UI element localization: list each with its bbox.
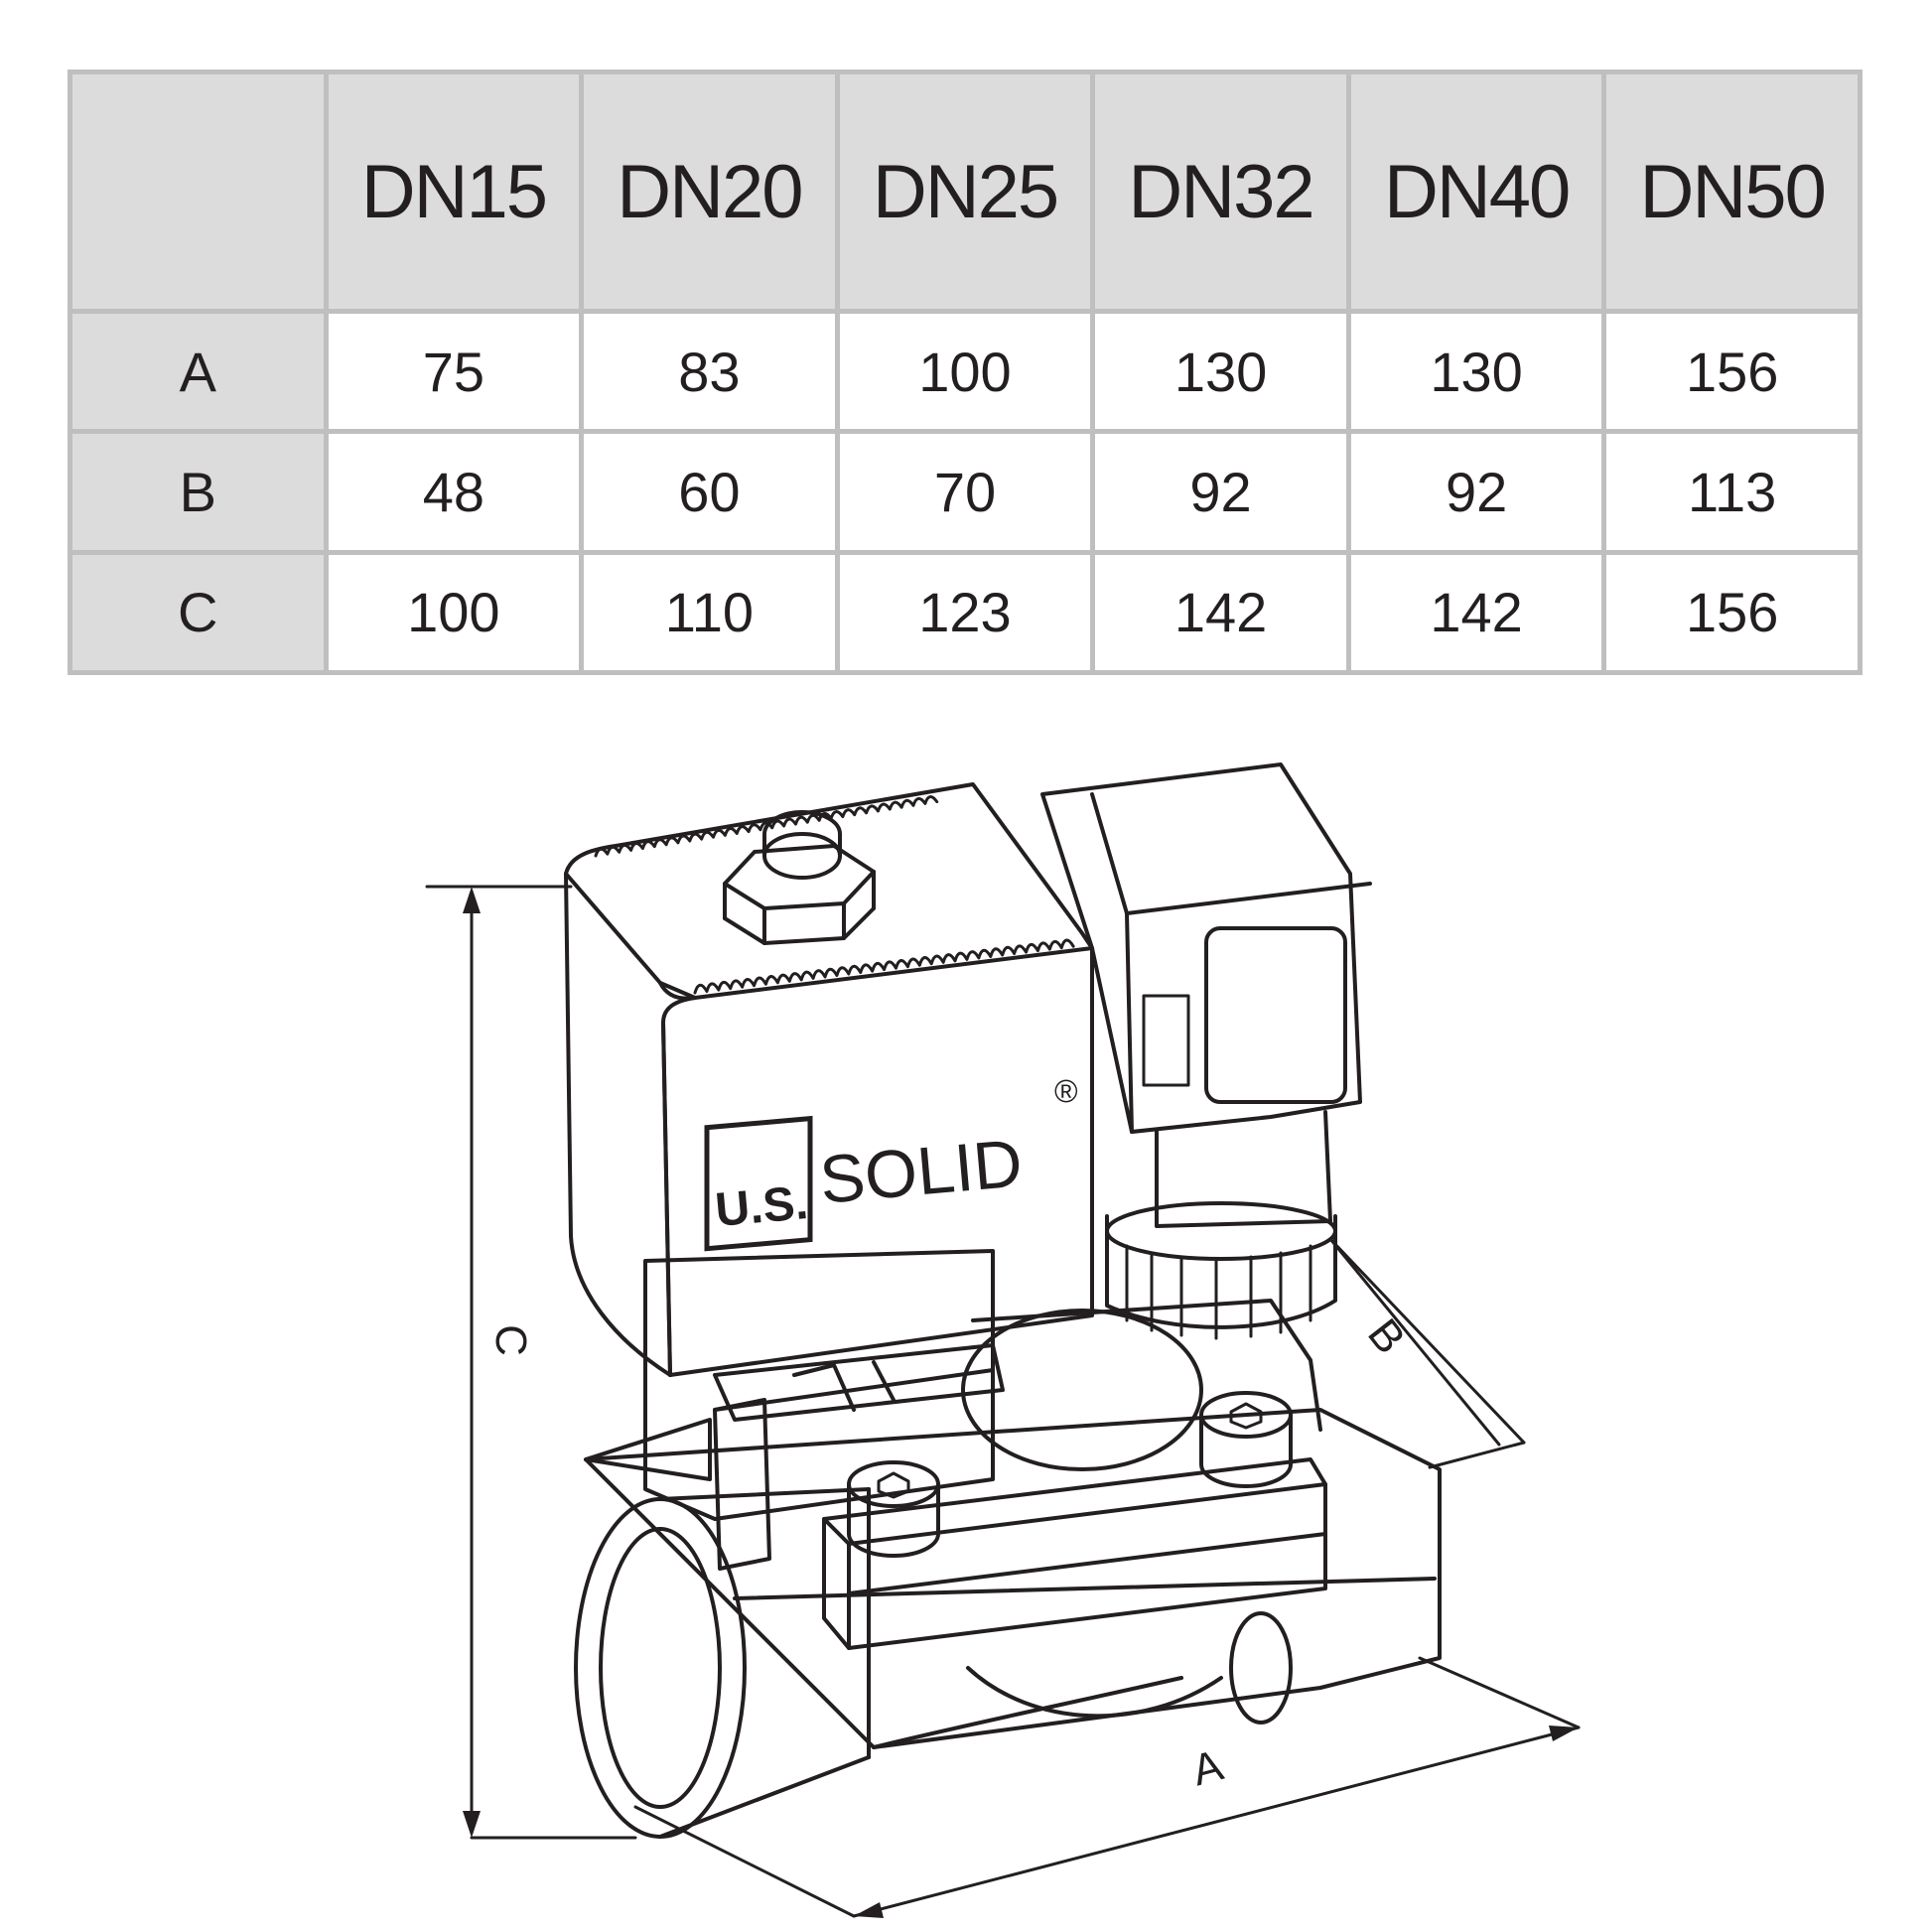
- registered-mark: ®: [1054, 1073, 1078, 1109]
- column-header: DN15: [323, 69, 585, 314]
- table-cell: 130: [1345, 308, 1607, 435]
- row-header: B: [68, 429, 329, 555]
- table-cell: 110: [579, 549, 840, 676]
- table-cell: 83: [579, 308, 840, 435]
- table-cell: 130: [1090, 308, 1351, 435]
- table-row: A 75 83 100 130 130 156: [68, 308, 1863, 435]
- column-header: DN50: [1601, 69, 1863, 314]
- table-cell: 100: [323, 549, 585, 676]
- top-nut: [723, 810, 876, 945]
- valve-body: [574, 1408, 1442, 1839]
- column-header: DN20: [579, 69, 840, 314]
- table-cell: 142: [1345, 549, 1607, 676]
- table-cell: 92: [1090, 429, 1351, 555]
- dimension-b: B: [1328, 1237, 1526, 1469]
- coil-nut: [713, 1343, 1005, 1422]
- table-cell: 113: [1601, 429, 1863, 555]
- table-row: B 48 60 70 92 92 113: [68, 429, 1863, 555]
- table-cell: 92: [1345, 429, 1607, 555]
- table-cell: 142: [1090, 549, 1351, 676]
- column-header: DN32: [1090, 69, 1351, 314]
- table-row: C 100 110 123 142 142 156: [68, 549, 1863, 676]
- table-cell: 70: [834, 429, 1096, 555]
- brand-logo: U.S. SOLID ®: [704, 1073, 1078, 1252]
- coil-housing: [564, 782, 1094, 1377]
- table-cell: 60: [579, 429, 840, 555]
- row-header: A: [68, 308, 329, 435]
- brand-mark: U.S.: [713, 1176, 810, 1237]
- table-cell: 75: [323, 308, 585, 435]
- table-cell: 100: [834, 308, 1096, 435]
- dimension-a: A: [633, 1656, 1581, 1918]
- dim-label-a: A: [1187, 1740, 1229, 1795]
- table-cell: 156: [1601, 308, 1863, 435]
- dimension-table: DN15 DN20 DN25 DN32 DN40 DN50 A 75 83 10…: [68, 69, 1863, 676]
- cap-screw: [1199, 1391, 1293, 1488]
- cap-screw: [847, 1460, 940, 1558]
- table-cell: 156: [1601, 549, 1863, 676]
- dimension-c: C: [425, 885, 637, 1840]
- us-logo-box: [704, 1115, 813, 1252]
- brand-name: SOLID: [817, 1125, 1026, 1217]
- solenoid-valve-drawing: C A B: [425, 762, 1581, 1918]
- column-header: DN40: [1345, 69, 1607, 314]
- din-connector: [1040, 762, 1372, 1340]
- table-cell: 123: [834, 549, 1096, 676]
- table-cell: 48: [323, 429, 585, 555]
- table-header-row: DN15 DN20 DN25 DN32 DN40 DN50: [68, 69, 1863, 314]
- corner-cell: [68, 69, 329, 314]
- column-header: DN25: [834, 69, 1096, 314]
- row-header: C: [68, 549, 329, 676]
- dim-label-c: C: [486, 1324, 535, 1356]
